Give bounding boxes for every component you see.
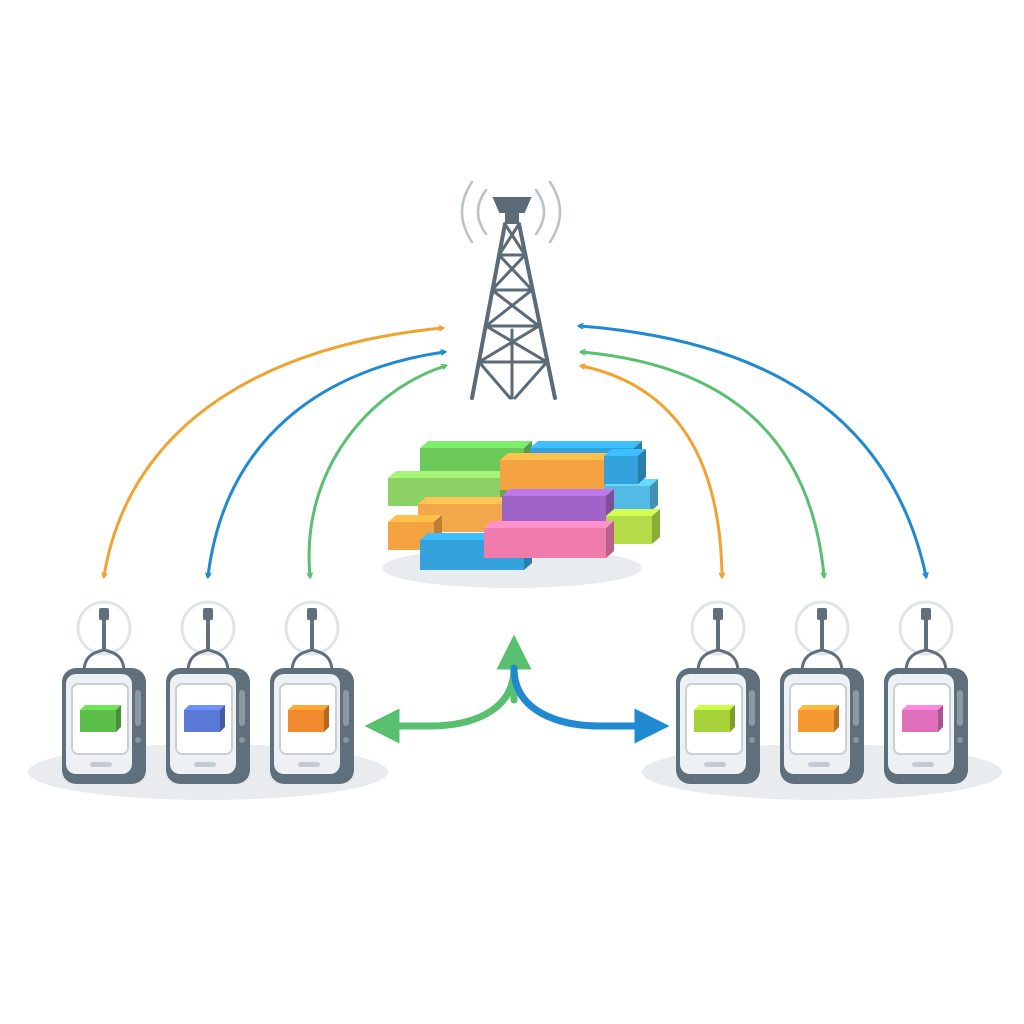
signal-waves-icon (460, 180, 562, 244)
signal-arrows (104, 326, 926, 576)
split-arrow (364, 634, 670, 744)
arrow-tower-left-3 (309, 366, 445, 576)
stacked-data-packets-icon (382, 441, 660, 588)
cell-tower-icon (460, 180, 562, 400)
radio-device-icon (270, 600, 354, 784)
radio-device-icon (676, 600, 760, 784)
data-packet-block (500, 453, 612, 490)
arrow-tower-right-3 (580, 326, 926, 576)
arrow-to-left-group (364, 664, 518, 744)
radio-device-icon (884, 600, 968, 784)
data-packet-block (484, 521, 614, 558)
right-device-group (642, 600, 1002, 800)
radio-device-icon (166, 600, 250, 784)
arrow-to-right-group (510, 664, 670, 744)
left-device-group (28, 600, 388, 800)
data-packet-block (606, 509, 660, 544)
data-packet-block (604, 449, 646, 484)
arrow-tower-left-2 (208, 352, 444, 576)
radio-device-icon (780, 600, 864, 784)
radio-device-icon (62, 600, 146, 784)
